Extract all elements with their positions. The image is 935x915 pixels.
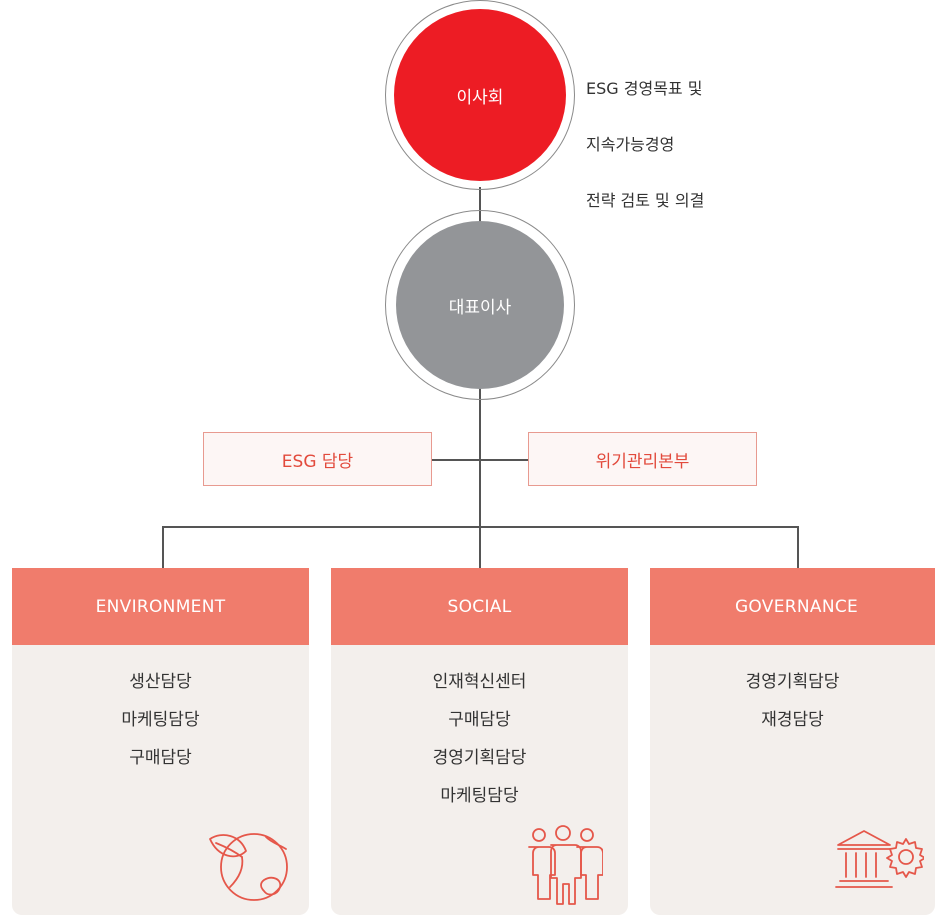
- environment-panel: 생산담당 마케팅담당 구매담당: [12, 645, 309, 915]
- governance-list: 경영기획담당 재경담당: [650, 663, 935, 739]
- list-item: 인재혁신센터: [432, 672, 527, 692]
- connector-support-horizontal: [432, 459, 528, 461]
- list-item: 구매담당: [448, 710, 511, 730]
- board-note: ESG 경영목표 및 지속가능경영 전략 검토 및 의결: [586, 47, 704, 243]
- risk-management-label: 위기관리본부: [595, 451, 690, 472]
- list-item: 마케팅담당: [121, 710, 200, 730]
- environment-list: 생산담당 마케팅담당 구매담당: [12, 663, 309, 777]
- ceo-label: 대표이사: [448, 297, 512, 318]
- list-item: 마케팅담당: [440, 786, 519, 806]
- board-circle: 이사회: [394, 9, 566, 181]
- list-item: 생산담당: [129, 672, 192, 692]
- ceo-circle: 대표이사: [396, 221, 564, 389]
- connector-board-ceo: [479, 187, 481, 223]
- list-item: 구매담당: [129, 748, 192, 768]
- connector-ceo-trunk: [479, 385, 481, 527]
- social-panel: 인재혁신센터 구매담당 경영기획담당 마케팅담당: [331, 645, 628, 915]
- board-note-line: 지속가능경영: [586, 135, 675, 154]
- bank-gear-icon: [835, 830, 924, 888]
- environment-title: ENVIRONMENT: [95, 596, 226, 617]
- esg-team-box: ESG 담당: [203, 432, 432, 486]
- list-item: 경영기획담당: [432, 748, 527, 768]
- governance-header: GOVERNANCE: [650, 568, 935, 645]
- list-item: 경영기획담당: [745, 672, 840, 692]
- board-label: 이사회: [456, 87, 504, 108]
- people-group-icon: [528, 825, 603, 905]
- board-note-line: 전략 검토 및 의결: [586, 191, 705, 210]
- risk-management-box: 위기관리본부: [528, 432, 757, 486]
- connector-col-social: [479, 526, 481, 568]
- governance-panel: 경영기획담당 재경담당: [650, 645, 935, 915]
- connector-col-env: [162, 526, 164, 568]
- board-circle-ring: [385, 0, 575, 190]
- social-title: SOCIAL: [447, 596, 512, 617]
- globe-leaf-icon: [209, 833, 288, 901]
- environment-header: ENVIRONMENT: [12, 568, 309, 645]
- esg-team-label: ESG 담당: [281, 451, 354, 472]
- connector-col-gov: [797, 526, 799, 568]
- governance-title: GOVERNANCE: [734, 596, 859, 617]
- social-header: SOCIAL: [331, 568, 628, 645]
- list-item: 재경담당: [761, 710, 824, 730]
- board-note-line: ESG 경영목표 및: [586, 79, 703, 98]
- social-list: 인재혁신센터 구매담당 경영기획담당 마케팅담당: [331, 663, 628, 815]
- ceo-circle-ring: [385, 210, 575, 400]
